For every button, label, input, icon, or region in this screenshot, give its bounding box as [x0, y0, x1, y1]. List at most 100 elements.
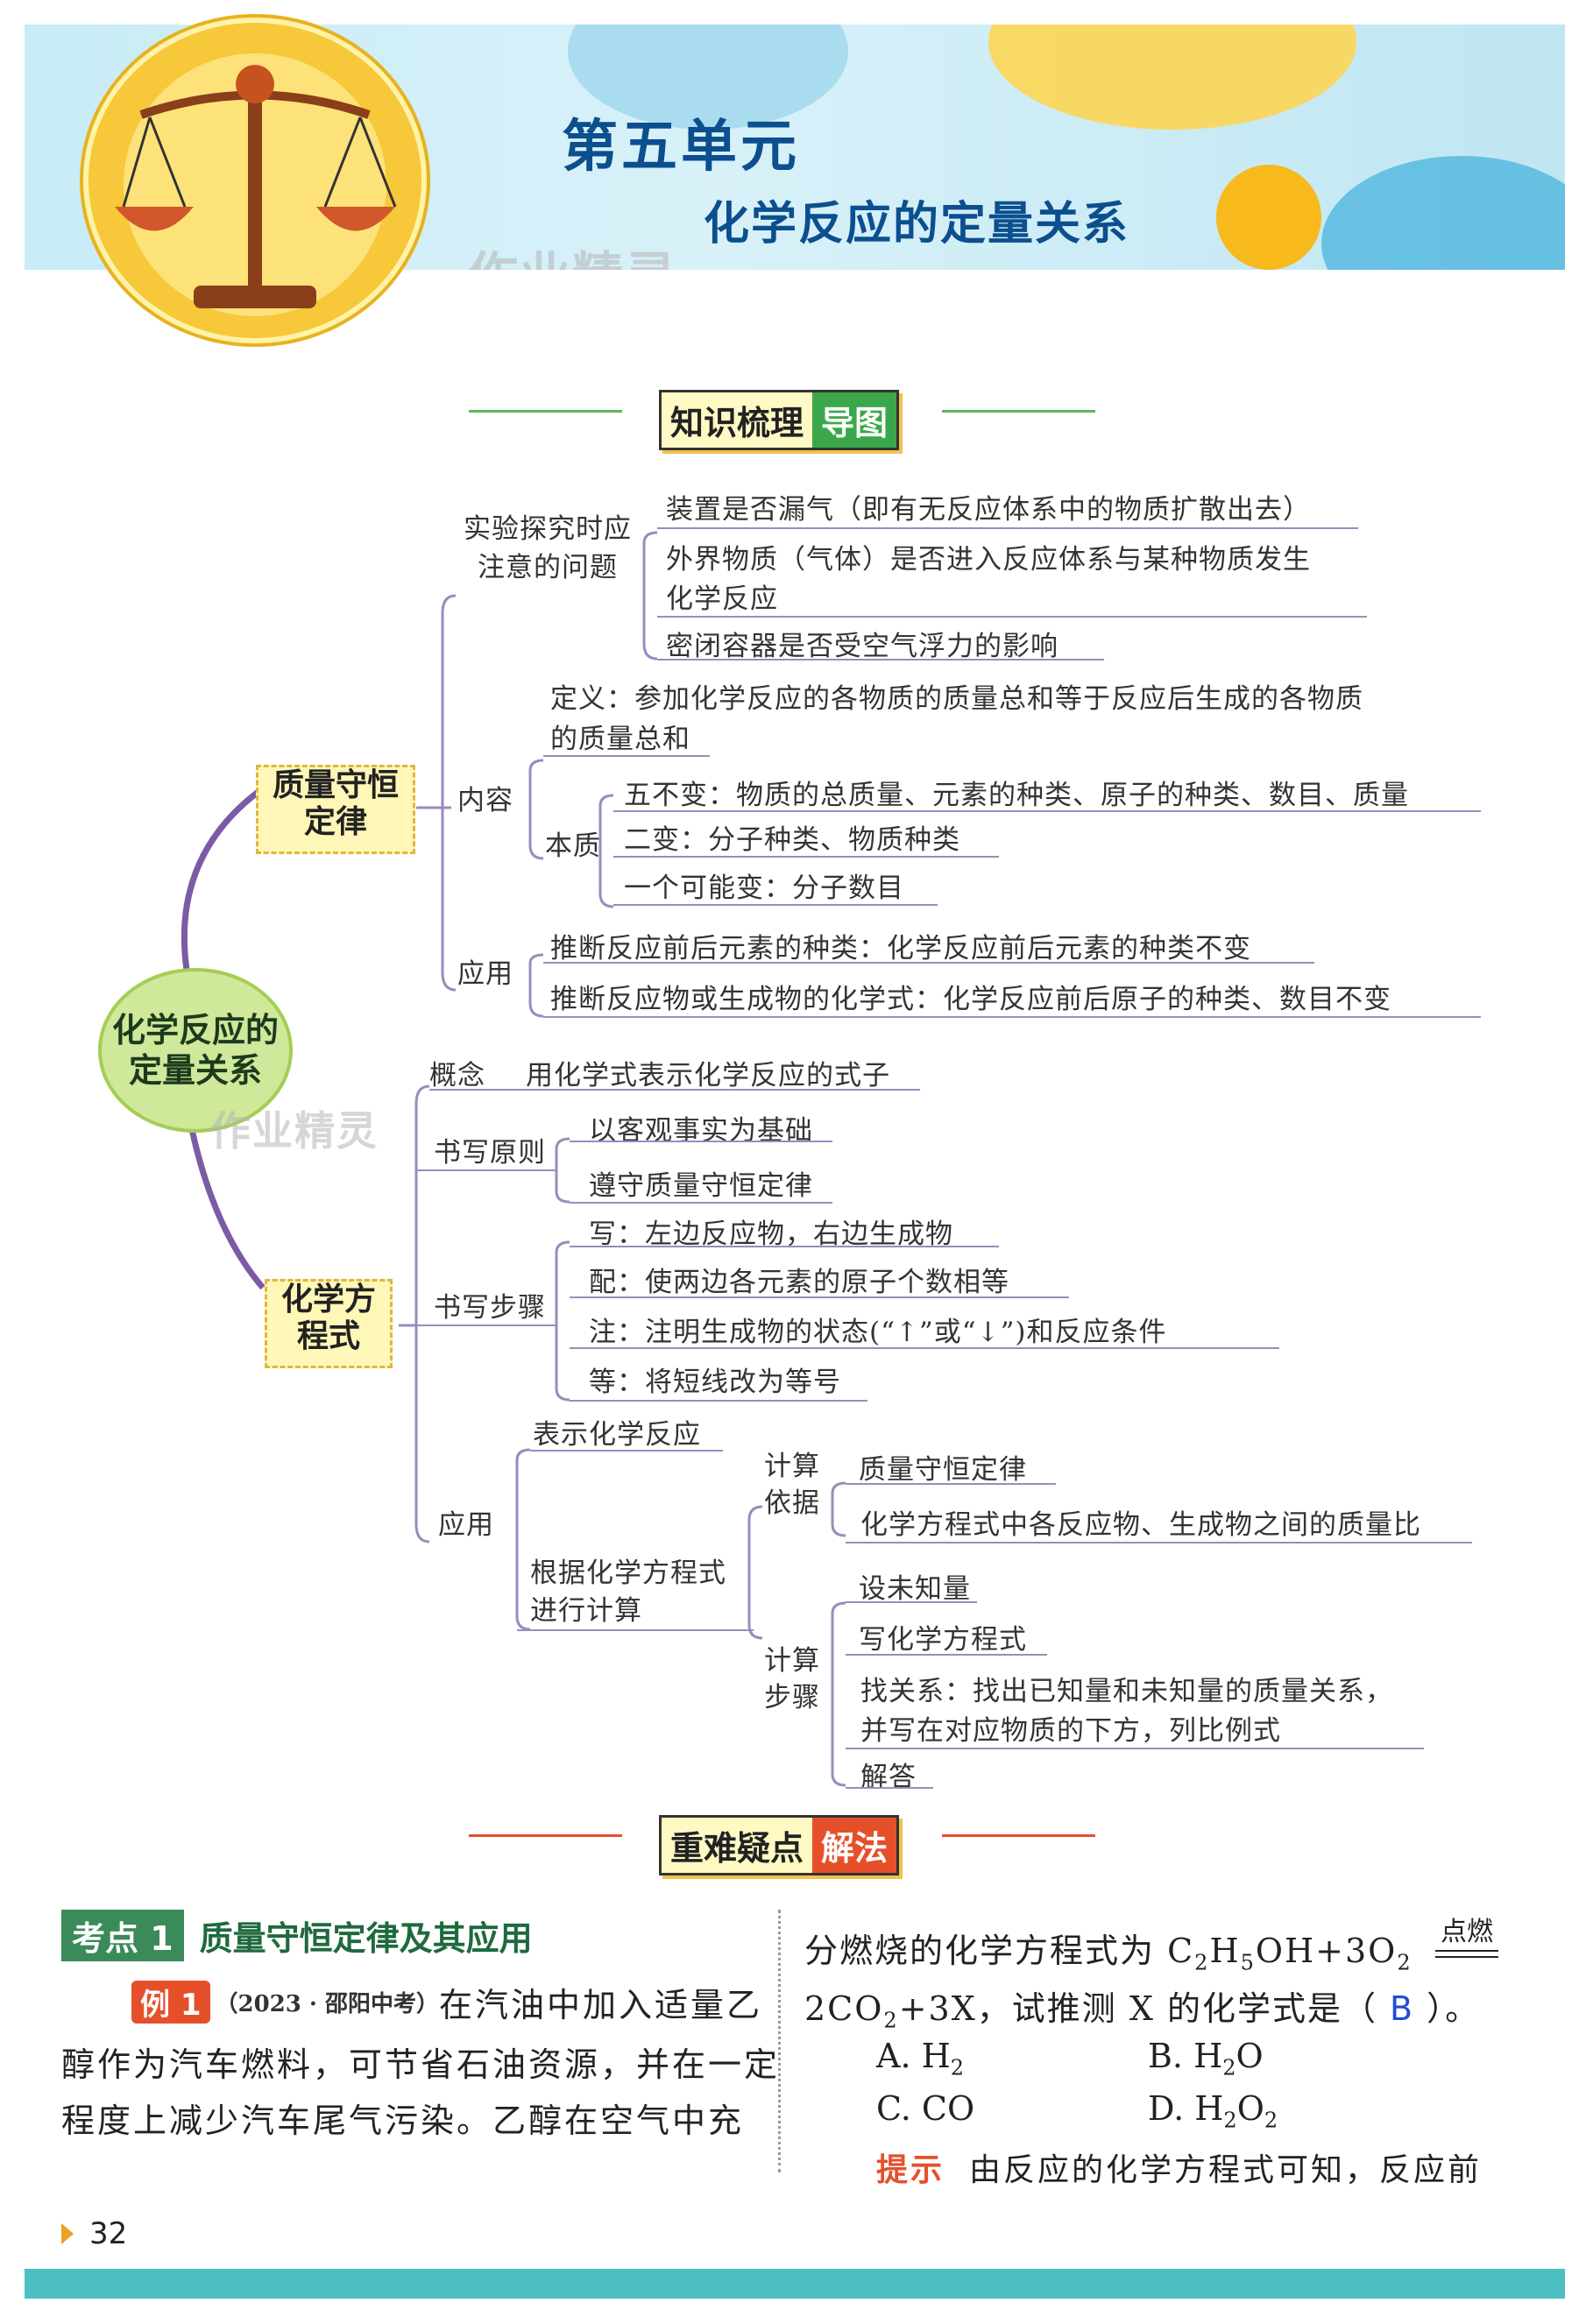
- underline: [846, 1654, 1047, 1656]
- basis-label: 计算: [764, 1444, 820, 1483]
- watermark: 作业精灵: [210, 1099, 379, 1157]
- underline: [543, 962, 1314, 964]
- app-item: 表示化学反应: [533, 1412, 701, 1452]
- exam-point-badge: 考点 1: [61, 1910, 184, 1961]
- condition-text: 点燃: [1435, 1910, 1498, 1948]
- hint-text: 由反应的化学方程式可知，反应前: [969, 2152, 1482, 2188]
- underline: [543, 755, 710, 757]
- basis-item: 质量守恒定律: [859, 1447, 1027, 1487]
- column-divider: [778, 1910, 781, 2172]
- branch-conservation-of-mass: 质量守恒定律: [256, 765, 415, 854]
- basis-item: 化学方程式中各反应物、生成物之间的质量比: [860, 1502, 1421, 1542]
- steps-item: 配：使两边各元素的原子个数相等: [589, 1260, 1009, 1299]
- definition: 定义：参加化学反应的各物质的质量总和等于反应后生成的各物质: [550, 676, 1363, 716]
- mindmap-connectors: [0, 0, 1586, 1840]
- underline: [416, 1324, 556, 1326]
- question-end: ）。: [1427, 1989, 1480, 2028]
- exp-item: 装置是否漏气（即有无反应体系中的物质扩散出去）: [666, 487, 1311, 526]
- underline: [570, 1296, 1069, 1298]
- option-a: A. H2: [876, 2037, 964, 2080]
- page-number: 32: [89, 2216, 127, 2251]
- steps-item: 等：将短线改为等号: [589, 1360, 841, 1399]
- essence-label: 本质: [545, 823, 601, 863]
- calc-step: 并写在对应物质的下方，列比例式: [860, 1708, 1281, 1748]
- example-line: 例 1 （2023 · 邵阳中考） 在汽油中加入适量乙: [131, 1978, 762, 2026]
- exam-point-title: 质量守恒定律及其应用: [200, 1911, 533, 1960]
- content-label: 内容: [457, 778, 513, 817]
- essence-item: 五不变：物质的总质量、元素的种类、原子的种类、数目、质量: [624, 773, 1409, 812]
- underline: [846, 1483, 1056, 1485]
- example-badge: 例 1: [131, 1981, 210, 2024]
- underline: [657, 659, 1104, 660]
- branch1-label: 质量守恒定律: [273, 767, 399, 840]
- steps-label: 书写步骤: [434, 1285, 546, 1324]
- option-b-text: B. H: [1148, 2037, 1222, 2075]
- concept-label: 概念: [429, 1053, 485, 1092]
- branch2-label: 化学方程式: [281, 1282, 376, 1354]
- concept-text: 用化学式表示化学反应的式子: [526, 1053, 890, 1092]
- calc-step: 设未知量: [859, 1566, 971, 1606]
- app-label-1: 应用: [457, 951, 513, 991]
- equal-sign: [1435, 1950, 1498, 1958]
- underline: [570, 1347, 1279, 1349]
- root-label: 化学反应的定量关系: [112, 1010, 279, 1091]
- basis-label: 依据: [764, 1480, 820, 1520]
- answer: B: [1390, 1989, 1414, 2028]
- exp-item: 密闭容器是否受空气浮力的影响: [666, 624, 1059, 663]
- option-c: C. CO: [876, 2089, 974, 2128]
- example-text: 在汽油中加入适量乙: [439, 1978, 762, 2026]
- equation-product: 2CO: [804, 1989, 883, 2028]
- underline: [846, 1787, 933, 1789]
- calc-steps-label: 步骤: [764, 1675, 820, 1714]
- app-item: 推断反应前后元素的种类：化学反应前后元素的种类不变: [550, 926, 1251, 965]
- underline: [416, 1169, 556, 1171]
- example-source: （2023 · 邵阳中考）: [216, 1986, 440, 2018]
- branch-chemical-equation: 化学方程式: [265, 1279, 393, 1368]
- definition: 的质量总和: [550, 717, 690, 756]
- underline: [846, 1748, 1424, 1749]
- calc-step: 找关系：找出已知量和未知量的质量关系，: [860, 1669, 1393, 1708]
- underline: [517, 1629, 754, 1631]
- underline: [530, 1450, 723, 1452]
- underline: [429, 1089, 920, 1091]
- underline: [846, 1601, 977, 1603]
- underline: [613, 904, 938, 906]
- option-d-text: D. H: [1148, 2089, 1223, 2128]
- exp-label-text: 实验探究时应注意的问题: [464, 513, 632, 583]
- app-label-2: 应用: [438, 1502, 494, 1542]
- calc-label: 根据化学方程式: [530, 1551, 726, 1590]
- exp-label: 实验探究时应注意的问题: [456, 510, 640, 587]
- essence-item: 一个可能变：分子数目: [624, 865, 904, 905]
- example-text: 醇作为汽车燃料，可节省石油资源，并在一定: [61, 2038, 780, 2086]
- underline: [657, 616, 1367, 618]
- question-text: +3X，试推测 X 的化学式是（: [899, 1989, 1377, 2028]
- underline: [657, 527, 1358, 529]
- underline: [570, 1202, 832, 1204]
- app-item: 推断反应物或生成物的化学式：化学反应前后原子的种类、数目不变: [550, 977, 1391, 1016]
- exam-point-heading: 考点 1 质量守恒定律及其应用: [61, 1910, 533, 1961]
- section-heading-difficult: 重难疑点 解法: [659, 1815, 899, 1875]
- underline: [613, 856, 999, 858]
- underline: [570, 1246, 999, 1247]
- calc-label: 进行计算: [530, 1588, 642, 1628]
- section-label-b: 解法: [812, 1818, 896, 1873]
- calc-steps-label: 计算: [764, 1638, 820, 1678]
- footer-bar: [25, 2269, 1565, 2299]
- option-b: B. H2O: [1148, 2037, 1264, 2080]
- underline: [570, 1141, 832, 1142]
- hint-line: 提示由反应的化学方程式可知，反应前: [876, 2144, 1482, 2190]
- exp-item: 外界物质（气体）是否进入反应体系与某种物质发生: [666, 537, 1311, 576]
- heading-rule-left: [469, 1834, 622, 1837]
- underline: [613, 810, 1481, 812]
- calc-step: 写化学方程式: [859, 1617, 1027, 1656]
- principle-item: 遵守质量守恒定律: [589, 1163, 813, 1203]
- example-text: 程度上减少汽车尾气污染。乙醇在空气中充: [61, 2094, 744, 2142]
- section-label-a: 重难疑点: [662, 1818, 812, 1873]
- underline: [846, 1542, 1472, 1543]
- equation-line-2: 2CO2+3X，试推测 X 的化学式是（B）。: [804, 1981, 1480, 2033]
- steps-item: 注：注明生成物的状态(“↑”或“↓”)和反应条件: [589, 1310, 1167, 1349]
- underline: [570, 1400, 867, 1402]
- equation-prefix: 分燃烧的化学方程式为 C: [804, 1932, 1194, 1970]
- principle-label: 书写原则: [434, 1130, 546, 1169]
- option-c-text: C. CO: [876, 2089, 974, 2128]
